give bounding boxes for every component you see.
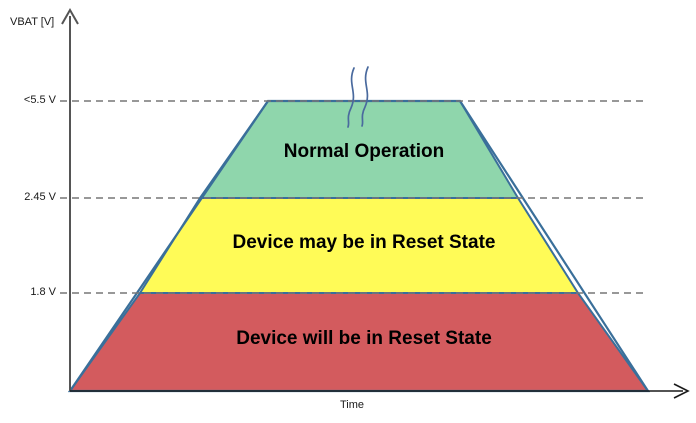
axis-break-squiggle-icon: [347, 66, 369, 128]
y-tick-label-2v45: 2.45 V: [24, 191, 56, 203]
x-axis: [70, 383, 690, 399]
y-axis: [61, 7, 79, 391]
region-label-may-be-in-reset-state: Device may be in Reset State: [232, 232, 496, 253]
y-axis-arrowhead: [61, 7, 79, 25]
y-axis-title: VBAT [V]: [10, 16, 55, 28]
x-axis-title: Time: [340, 399, 365, 411]
y-tick-label-5v5: <5.5 V: [23, 94, 56, 106]
x-axis-arrowhead: [673, 383, 690, 399]
y-tick-label-1v8: 1.8 V: [30, 286, 56, 298]
region-label-will-be-in-reset-state: Device will be in Reset State: [236, 328, 492, 349]
region-label-normal-operation: Normal Operation: [283, 141, 445, 162]
